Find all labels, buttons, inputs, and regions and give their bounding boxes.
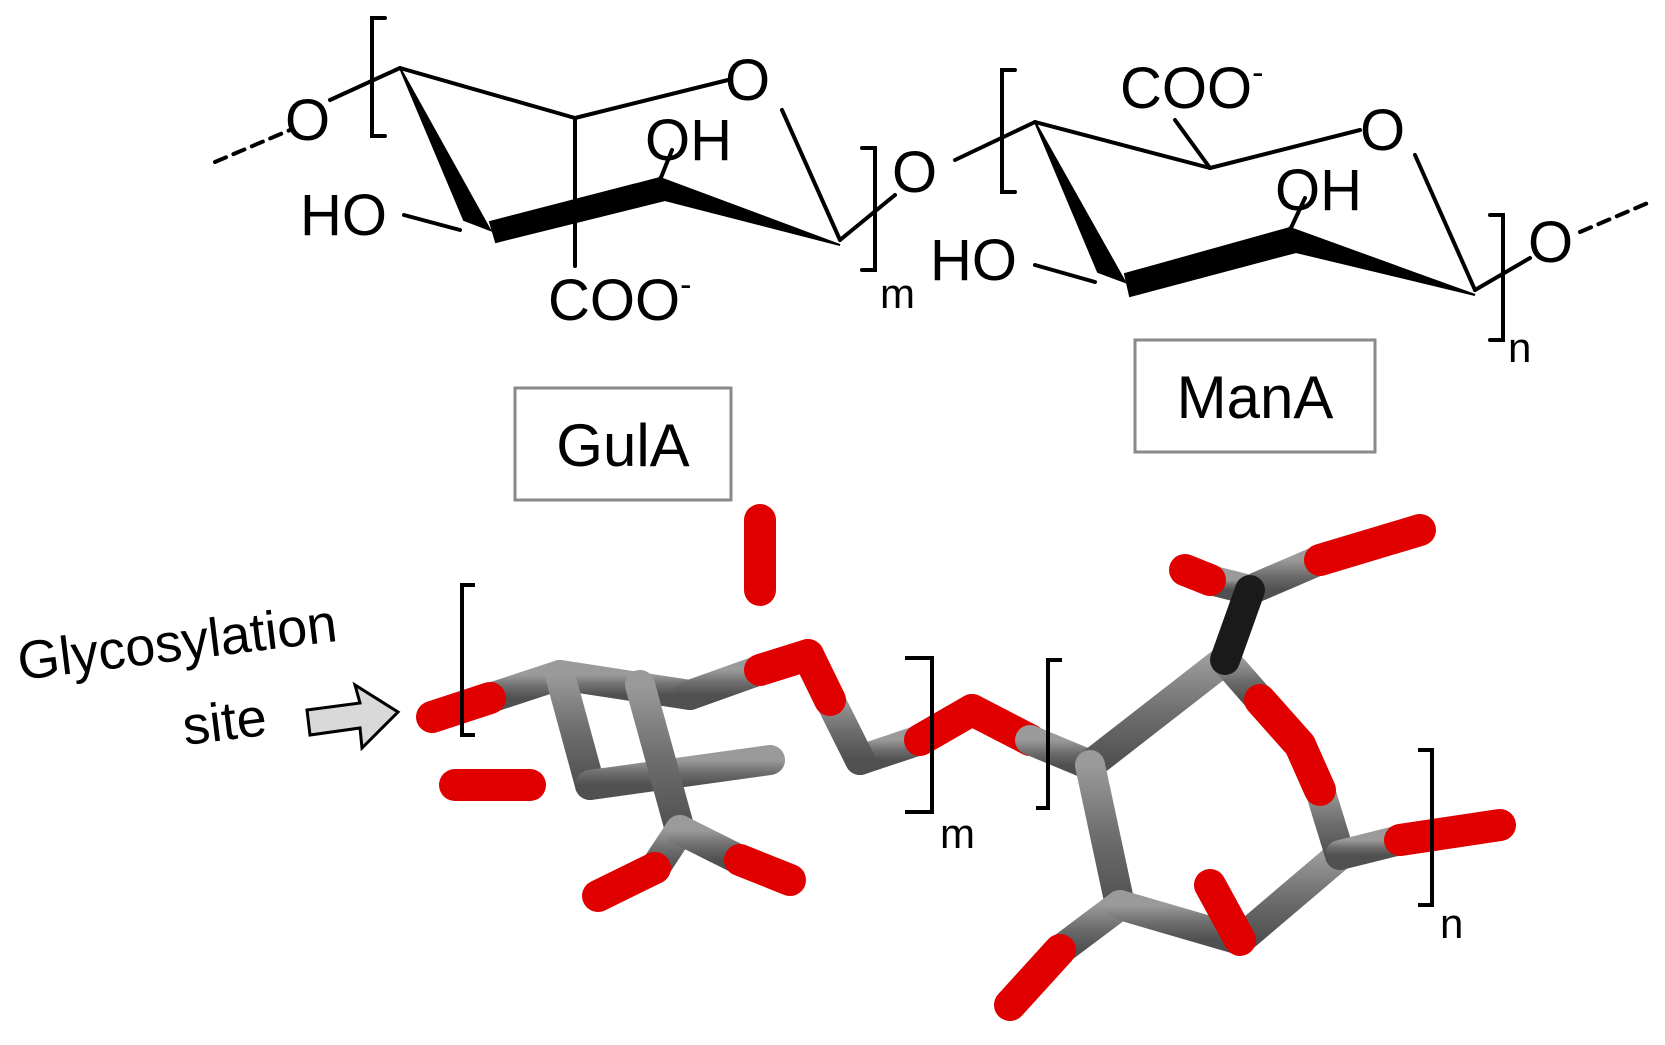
bond-mana-c5-o — [1208, 128, 1362, 170]
bracket-3d-mana-right — [1418, 748, 1434, 907]
atom-oh-gula: OH — [645, 108, 732, 173]
bracket-mana-left — [1000, 68, 1017, 194]
label-box-mana: ManA — [1133, 338, 1377, 454]
bond-gula-c1-glycosidic-o — [838, 193, 897, 242]
chain-bond-left-dashed — [213, 128, 292, 164]
atom-o-chain-right: O — [1528, 210, 1573, 275]
bracket-3d-gula-right — [905, 656, 934, 814]
atom-coo-gula: COO- — [548, 266, 691, 333]
atom-o-glycosidic: O — [892, 140, 937, 205]
bond-gula-c2-oh — [658, 148, 674, 182]
brackets-3d — [460, 583, 1434, 907]
bond-mana-c2-oh — [1288, 196, 1307, 232]
bracket-gula-right — [860, 146, 877, 272]
bond-gula-o-c1 — [780, 108, 842, 242]
structural-formula — [213, 16, 1652, 342]
chain-bond-right-dashed — [1578, 200, 1652, 234]
glycosylation-arrow-icon — [305, 681, 401, 752]
bracket-3d-gula-left — [460, 583, 475, 737]
gula-3d-carbons — [475, 575, 935, 883]
wedge-gula-c2-c1 — [658, 176, 841, 246]
wedge-gula-c4-c3 — [399, 67, 493, 232]
wedge-gula-c3-c2 — [488, 176, 667, 244]
charge-mana: - — [1252, 54, 1263, 92]
bracket-gula-left — [370, 16, 387, 138]
annotation-glycosylation: Glycosylation — [14, 593, 340, 692]
bond-mana-o-c1 — [1413, 153, 1477, 292]
annotation-site: site — [179, 687, 270, 757]
atom-ho-mana: HO — [930, 228, 1017, 293]
subscript-n: n — [1508, 324, 1531, 371]
subscript-3d-m: m — [940, 810, 975, 857]
glycosylation-annotation: Glycosylation site — [14, 593, 401, 757]
atom-o-ring-gula: O — [725, 48, 770, 113]
bond-glycosidic-o-mana — [953, 120, 1037, 162]
bond-mana-c5-carboxyl — [1173, 118, 1212, 170]
bond-gula-c4-c5 — [398, 66, 577, 120]
atom-oh-mana: OH — [1275, 158, 1362, 223]
atom-o-ring-mana: O — [1360, 98, 1405, 163]
bracket-3d-mana-left — [1036, 658, 1062, 810]
bond-o-c4-gula — [328, 66, 402, 102]
atom-coo-mana: COO- — [1120, 54, 1263, 121]
charge-gula: - — [680, 266, 691, 304]
mana-c5-c6-dark-bond — [1210, 575, 1265, 675]
subscript-3d-n: n — [1440, 900, 1463, 947]
atom-o-chain-left: O — [285, 88, 330, 153]
bond-mana-c4-c5 — [1033, 120, 1212, 170]
label-mana: ManA — [1177, 364, 1334, 431]
wedge-mana-c4-c3 — [1034, 121, 1128, 284]
atom-ho-gula: HO — [300, 183, 387, 248]
label-gula: GulA — [556, 412, 689, 479]
label-box-gula: GulA — [513, 386, 733, 502]
bond-mana-c3-ho — [1033, 263, 1097, 284]
stick-model-3d: m n — [416, 504, 1516, 1021]
subscript-m: m — [880, 270, 915, 317]
bond-gula-c5-o — [573, 78, 730, 120]
wedge-mana-c3-c2 — [1123, 226, 1298, 298]
atom-labels: O O OH HO COO- m O COO- O OH HO O n — [285, 48, 1573, 371]
bond-gula-c3-ho — [402, 213, 462, 232]
wedge-mana-c2-c1 — [1288, 226, 1476, 296]
mana-3d-oxygens — [994, 514, 1516, 1021]
bracket-mana-right — [1488, 213, 1505, 342]
